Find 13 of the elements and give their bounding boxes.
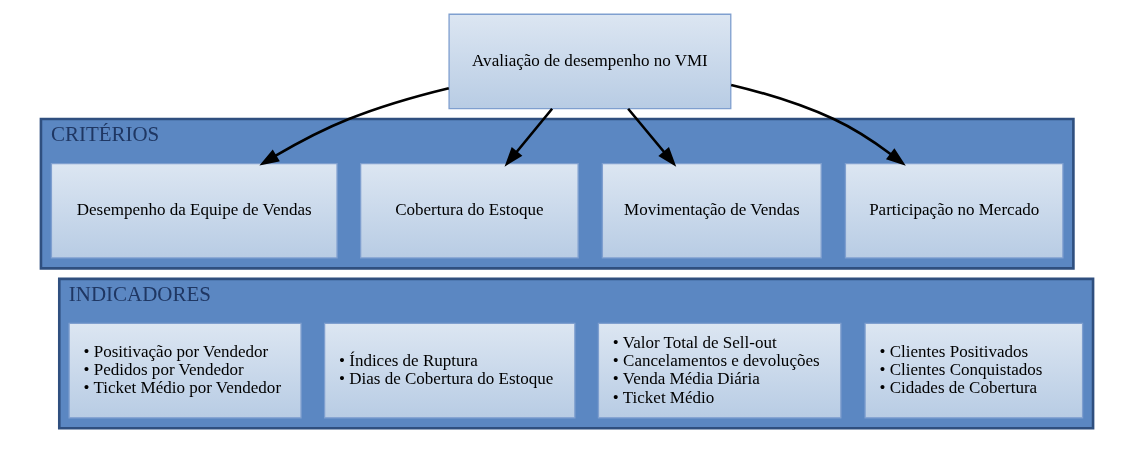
node-box: • Clientes Positivados • Clientes Conquistados • Cidades de Cobertura xyxy=(864,322,1084,418)
node-box: Avaliação de desempenho no VMI xyxy=(448,13,732,109)
node-box: Movimentação de Vendas xyxy=(601,162,822,259)
node-box: Desempenho da Equipe de Vendas xyxy=(50,162,338,259)
arrow xyxy=(627,107,677,167)
arrow xyxy=(504,107,554,167)
node-box: Cobertura do Estoque xyxy=(360,162,579,259)
arrow xyxy=(730,83,906,166)
node-box: • Valor Total de Sell-out • Cancelamentos e devoluções • Venda Média Diária • Ticket Médio xyxy=(597,322,842,418)
arrow xyxy=(259,86,450,165)
node-box: • Índices de Ruptura • Dias de Cobertura do Estoque xyxy=(323,322,576,418)
node-box: Participação no Mercado xyxy=(844,162,1064,259)
node-box: • Positivação por Vendedor • Pedidos por Vendedor • Ticket Médio por Vendedor xyxy=(68,322,302,418)
